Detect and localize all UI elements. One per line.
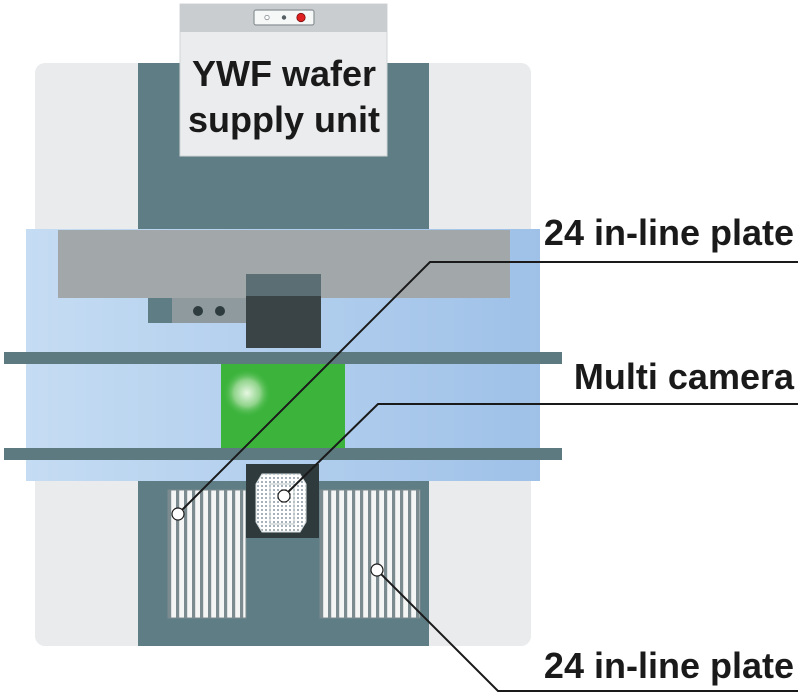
leader-dot-top-plate [171, 507, 185, 521]
indicator-lamp-dark [281, 15, 287, 20]
rail-lower [4, 448, 562, 460]
supply-unit-box: YWF wafer supply unit [179, 3, 388, 157]
callout-camera: Multi camera [574, 356, 795, 397]
indicator-lamp-off [264, 14, 270, 21]
leader-line-bottom-plate [376, 569, 798, 692]
head-block-top [246, 274, 321, 296]
green-plate-glow [223, 369, 271, 417]
rail-upper [4, 352, 562, 364]
unit-title-line1: YWF wafer [192, 53, 376, 94]
head-block [246, 296, 321, 348]
bracket-plate [172, 298, 248, 323]
inline-plate-right-frame [319, 489, 421, 619]
callout-bottom-plate: 24 in-line plate [544, 645, 794, 686]
leader-dot-bottom-plate [370, 563, 384, 577]
bracket-hole [193, 306, 203, 316]
leader-dot-camera [277, 489, 291, 503]
indicator-lamp-red [296, 12, 306, 23]
callout-top-plate: 24 in-line plate [544, 212, 794, 253]
unit-title-line2: supply unit [188, 99, 380, 140]
leader-line-camera [283, 403, 798, 497]
bracket-hole [215, 306, 225, 316]
leader-line-top-plate [177, 261, 798, 515]
inline-plate-left-frame [167, 489, 247, 619]
